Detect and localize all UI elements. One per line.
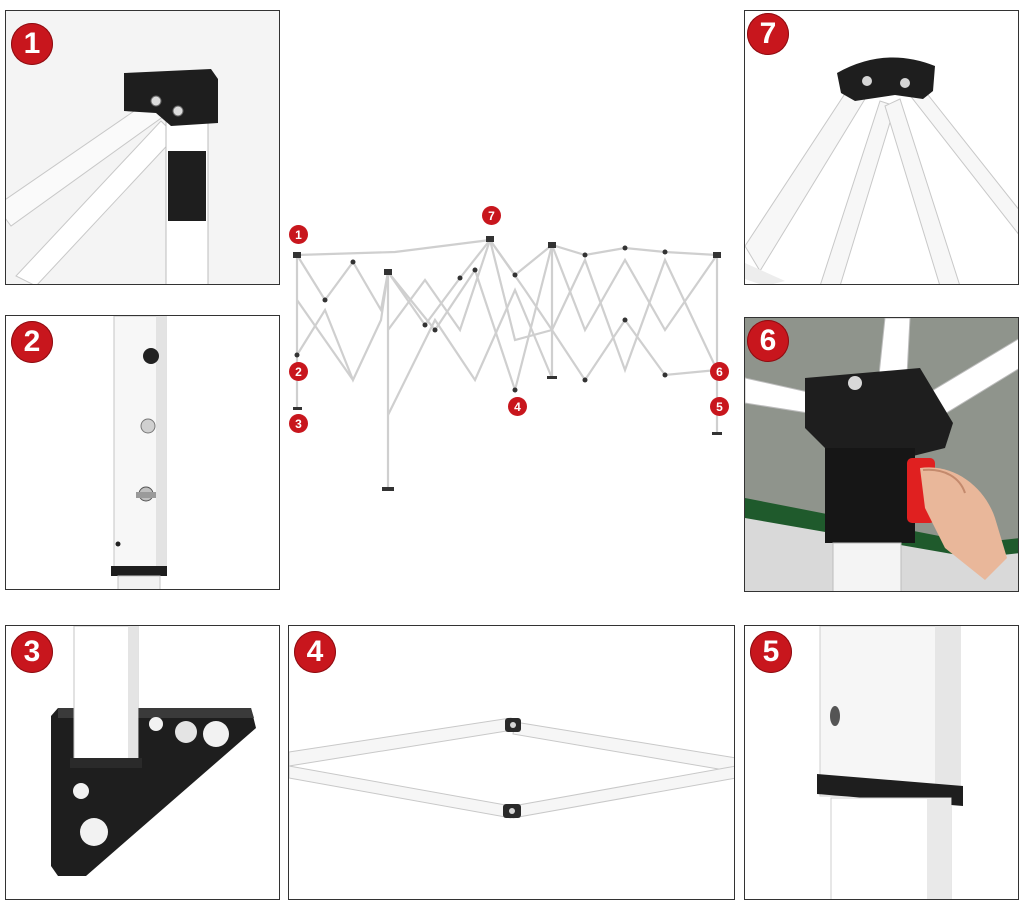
center-hub-illustration bbox=[745, 11, 1018, 284]
folding-frame-illustration bbox=[293, 236, 722, 491]
panel-number-badge-5: 5 bbox=[750, 631, 792, 673]
marker-4: 4 bbox=[508, 397, 527, 416]
scissor-hinge-illustration bbox=[289, 626, 734, 899]
telescopic-leg-illustration bbox=[6, 316, 279, 589]
marker-7: 7 bbox=[482, 206, 501, 225]
detail-panel-7: 7 bbox=[744, 10, 1019, 285]
corner-joint-illustration bbox=[6, 11, 279, 284]
release-button-illustration bbox=[745, 318, 1018, 591]
frame-overview: 1 2 3 4 5 6 7 bbox=[285, 200, 735, 510]
detail-panel-2: 2 bbox=[5, 315, 280, 590]
panel-number-badge-2: 2 bbox=[11, 321, 53, 363]
detail-panel-1: 1 bbox=[5, 10, 280, 285]
detail-panel-4: 4 bbox=[288, 625, 735, 900]
panel-number-badge-4: 4 bbox=[294, 631, 336, 673]
marker-1: 1 bbox=[289, 225, 308, 244]
marker-6: 6 bbox=[710, 362, 729, 381]
panel-number-badge-1: 1 bbox=[11, 23, 53, 65]
marker-3: 3 bbox=[289, 414, 308, 433]
detail-panel-6: 6 bbox=[744, 317, 1019, 592]
detail-panel-5: 5 bbox=[744, 625, 1019, 900]
lower-leg-joint-illustration bbox=[745, 626, 1018, 899]
panel-number-badge-7: 7 bbox=[747, 13, 789, 55]
foot-plate-illustration bbox=[6, 626, 279, 899]
marker-2: 2 bbox=[289, 362, 308, 381]
marker-5: 5 bbox=[710, 397, 729, 416]
detail-panel-3: 3 bbox=[5, 625, 280, 900]
panel-number-badge-6: 6 bbox=[747, 320, 789, 362]
panel-number-badge-3: 3 bbox=[11, 631, 53, 673]
